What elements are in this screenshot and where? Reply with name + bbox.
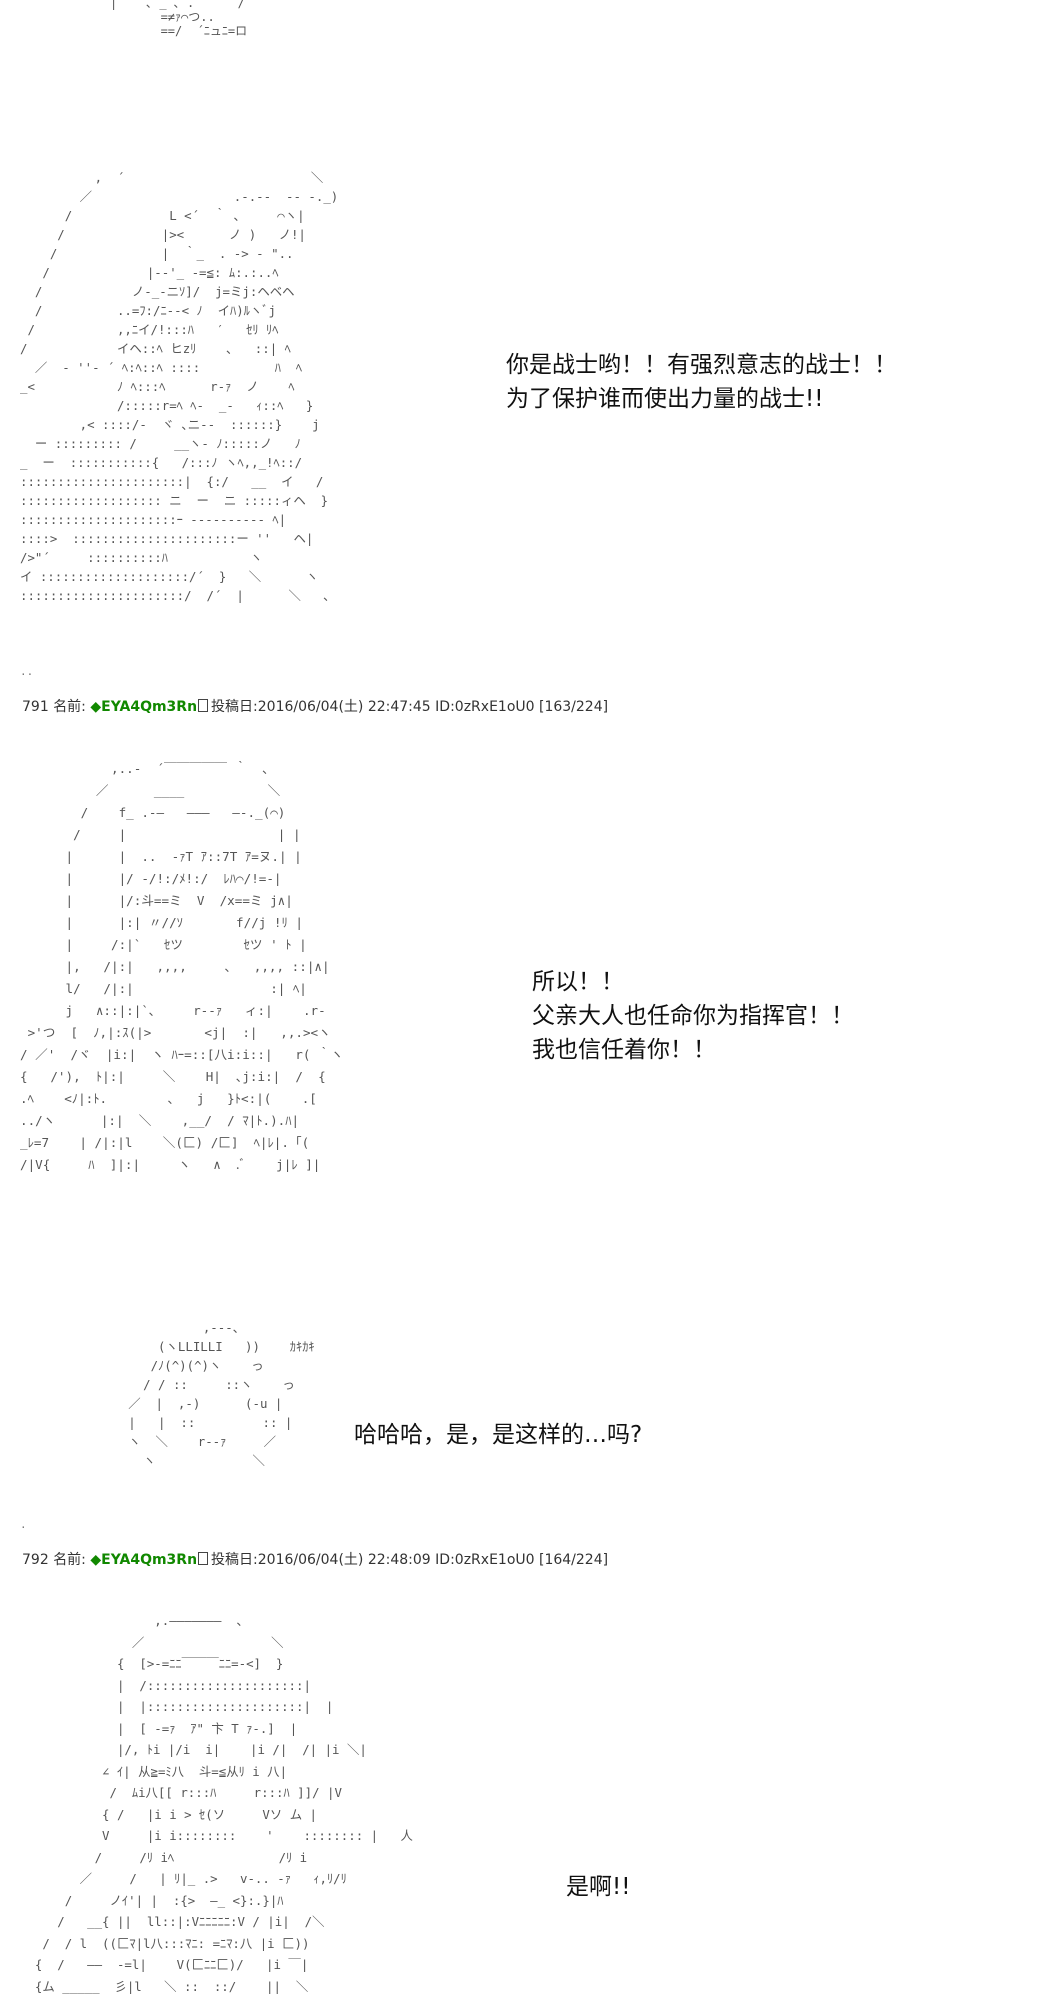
post-header-792: 792 名前: ◆EYA4Qm3Rn 投稿日:2016/06/04(土) 22:4… — [22, 1551, 608, 1569]
ascii-art-panel-2: ,..- ´￣￣￣￣￣ ｀ ､ ／ ____ ＼ / f_ .-― ――― ―-… — [20, 761, 344, 1172]
dialog-panel-4: 是啊!! — [566, 1874, 631, 1900]
separator-dot: . — [20, 1518, 27, 1531]
post-number: 791 — [22, 699, 49, 715]
dialog-panel-3: 哈哈哈，是，是这样的…吗? — [354, 1422, 643, 1448]
date-label: 投稿日: — [211, 699, 258, 715]
date-label: 投稿日: — [211, 1552, 258, 1568]
post-id[interactable]: ID:0zRxE1oU0 — [435, 699, 535, 715]
post-count: [164/224] — [539, 1552, 609, 1568]
dialog-panel-1-line-2: 为了保护谁而使出力量的战士!! — [506, 386, 824, 412]
ascii-art-panel-4: ,.――――――― 、 ／ ＼ { [>-=ﾆﾆ￣￣￣ﾆﾆ=-<] } | /:… — [34, 1613, 413, 1994]
post-count: [163/224] — [539, 699, 609, 715]
post-header-791: 791 名前: ◆EYA4Qm3Rn 投稿日:2016/06/04(土) 22:4… — [22, 698, 608, 716]
separator-dot: .. — [20, 665, 34, 678]
box-icon — [198, 1552, 209, 1565]
dialog-panel-2-line-3: 我也信任着你！！ — [532, 1037, 716, 1063]
name-label: 名前: — [53, 699, 86, 715]
dialog-panel-2-line-1: 所以！！ — [532, 969, 624, 995]
dialog-panel-2-line-2: 父亲大人也任命你为指挥官！！ — [532, 1003, 854, 1029]
box-icon — [198, 699, 209, 712]
ascii-art-panel-1: , ´ ＼ ／ .-.-‐ ‐- -._) / L <´ ｀ ､ ⌒ヽ| / |… — [20, 170, 339, 603]
poster-trip[interactable]: ◆EYA4Qm3Rn — [90, 699, 198, 715]
dialog-panel-1-line-1: 你是战士哟！！有强烈意志的战士！！ — [506, 352, 897, 378]
name-label: 名前: — [53, 1552, 86, 1568]
post-datetime: 2016/06/04(土) 22:48:09 — [257, 1552, 431, 1568]
post-datetime: 2016/06/04(土) 22:47:45 — [257, 699, 431, 715]
poster-trip[interactable]: ◆EYA4Qm3Rn — [90, 1552, 198, 1568]
ascii-art-panel-3: ,-‐-、 (ヽLLILLI )) ｶｷｶｷ /ﾉ(^)(^)ヽ っ / / :… — [128, 1320, 315, 1468]
post-id[interactable]: ID:0zRxE1oU0 — [435, 1552, 535, 1568]
ascii-art-top-fragment: | ､ _ ､ . / =≠ｧ⌒つ.. ==/ ´ﾆュﾆ=ロ — [110, 0, 248, 38]
post-number: 792 — [22, 1552, 49, 1568]
